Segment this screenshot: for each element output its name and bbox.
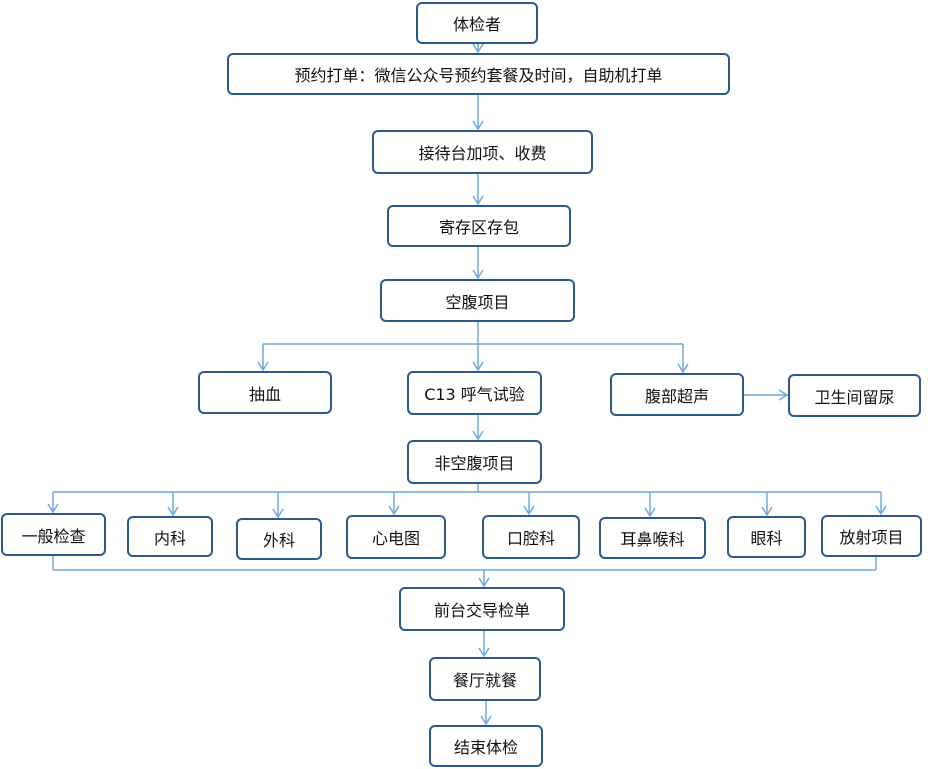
node-ophthalmology: 眼科 (727, 516, 806, 558)
node-bag-storage: 寄存区存包 (387, 205, 571, 247)
node-ecg: 心电图 (346, 515, 446, 559)
node-urine-sample: 卫生间留尿 (788, 374, 921, 417)
node-general-exam: 一般检查 (1, 513, 106, 556)
arrowhead-icon (472, 43, 484, 54)
arrowhead-icon (472, 195, 484, 206)
arrowhead-icon (388, 505, 400, 516)
arrowhead-icon (478, 577, 490, 588)
arrowhead-icon (472, 120, 484, 131)
arrowhead-icon (875, 505, 887, 516)
node-internal-medicine: 内科 (127, 516, 213, 557)
node-surgery: 外科 (236, 518, 322, 560)
arrowhead-icon (47, 503, 59, 514)
node-dental: 口腔科 (482, 515, 580, 559)
node-radiology: 放射项目 (821, 515, 922, 557)
node-reception: 接待台加项、收费 (372, 130, 593, 174)
arrowhead-icon (472, 269, 484, 280)
arrowhead-icon (761, 506, 773, 517)
node-blood-draw: 抽血 (198, 371, 332, 414)
node-c13-breath-test: C13 呼气试验 (407, 371, 542, 415)
arrowhead-icon (472, 361, 484, 372)
arrowhead-icon (523, 505, 535, 516)
node-examinee: 体检者 (416, 2, 538, 44)
arrowhead-icon (272, 508, 284, 519)
node-non-fasting-items: 非空腹项目 (407, 440, 542, 484)
arrowhead-icon (480, 715, 492, 726)
arrowhead-icon (257, 361, 269, 372)
node-finish: 结束体检 (429, 725, 543, 767)
node-submit-form: 前台交导检单 (399, 587, 565, 631)
arrowhead-icon (478, 647, 490, 658)
arrowhead-icon (778, 389, 789, 401)
node-appointment: 预约打单：微信公众号预约套餐及时间，自助机打单 (227, 53, 730, 95)
arrowhead-icon (472, 430, 484, 441)
node-dining: 餐厅就餐 (429, 657, 541, 701)
arrowhead-icon (644, 507, 656, 518)
node-abdominal-ultrasound: 腹部超声 (610, 373, 744, 416)
node-ent: 耳鼻喉科 (599, 517, 706, 559)
node-fasting-items: 空腹项目 (380, 279, 575, 322)
arrowhead-icon (167, 506, 179, 517)
arrowhead-icon (677, 363, 689, 374)
